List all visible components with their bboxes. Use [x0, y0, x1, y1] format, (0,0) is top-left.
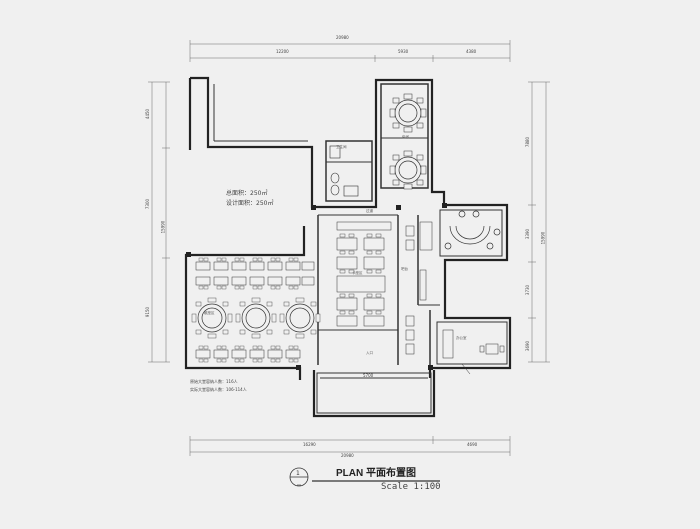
room-label-aisle: 过道: [366, 209, 373, 213]
dim-left-seg-1: 4450: [145, 108, 151, 120]
dim-right-seg-3: 3730: [525, 284, 531, 296]
drawing-title: PLAN 平面布置图: [336, 468, 416, 479]
dim-left-seg-3: 9150: [145, 306, 151, 318]
central-booth-tables: [336, 221, 392, 327]
drawing-number: 1: [296, 470, 300, 477]
dim-right-seg-4: 3690: [525, 340, 531, 352]
central-booth-chairs: [339, 233, 382, 315]
dim-left-seg-2: 7300: [145, 198, 151, 210]
dim-entry-width: 5700: [363, 373, 374, 378]
dim-left-overall: 15990: [160, 220, 166, 234]
office-furniture: [442, 329, 505, 375]
dim-right-seg-2: 3390: [525, 228, 531, 240]
room-label-wc: 卫生间: [336, 145, 347, 149]
room-label-bar: 吧台: [401, 267, 408, 271]
room-label-hall: 散座区: [204, 311, 215, 315]
dim-top-overall: 20980: [336, 35, 349, 40]
drawing-scale: Scale 1:100: [381, 482, 441, 492]
hall-round-tables: [197, 303, 315, 333]
structural-columns: [186, 203, 447, 370]
dimension-lines: [148, 40, 550, 456]
dim-right-seg-1: 7880: [525, 136, 531, 148]
capacity-original-note: 原始大堂容纳人数：116人: [190, 379, 238, 384]
title-block: [289, 467, 440, 487]
hall-square-tables: [195, 261, 315, 359]
room-label-office: 办公室: [456, 336, 467, 340]
dim-right-overall: 15990: [540, 231, 546, 245]
area-design-label: 设计面积：250㎡: [226, 200, 274, 207]
room-label-booth: 卡座区: [352, 271, 363, 275]
room-label-entrance: 入口: [366, 351, 373, 355]
wc-fixtures: [329, 145, 359, 197]
capacity-actual-note: 实际大堂容纳人数：106-114人: [190, 387, 247, 392]
private-room-chairs: [389, 93, 427, 190]
room-label-private: 包间: [402, 135, 409, 139]
dim-bottom-seg-2: 4690: [467, 442, 478, 447]
bar-counter: [444, 210, 501, 250]
area-total-label: 总面积：250㎡: [226, 190, 268, 197]
dim-bottom-overall: 20980: [341, 453, 354, 458]
hall-round-chairs: [191, 297, 321, 339]
dim-top-seg-2: 5930: [398, 49, 409, 54]
dim-top-seg-1: 12200: [276, 49, 289, 54]
right-aisle-booths: [405, 221, 433, 355]
dim-bottom-seg-1: 16290: [303, 442, 316, 447]
dim-top-seg-3: 4380: [466, 49, 477, 54]
hall-square-chairs: [198, 257, 299, 363]
